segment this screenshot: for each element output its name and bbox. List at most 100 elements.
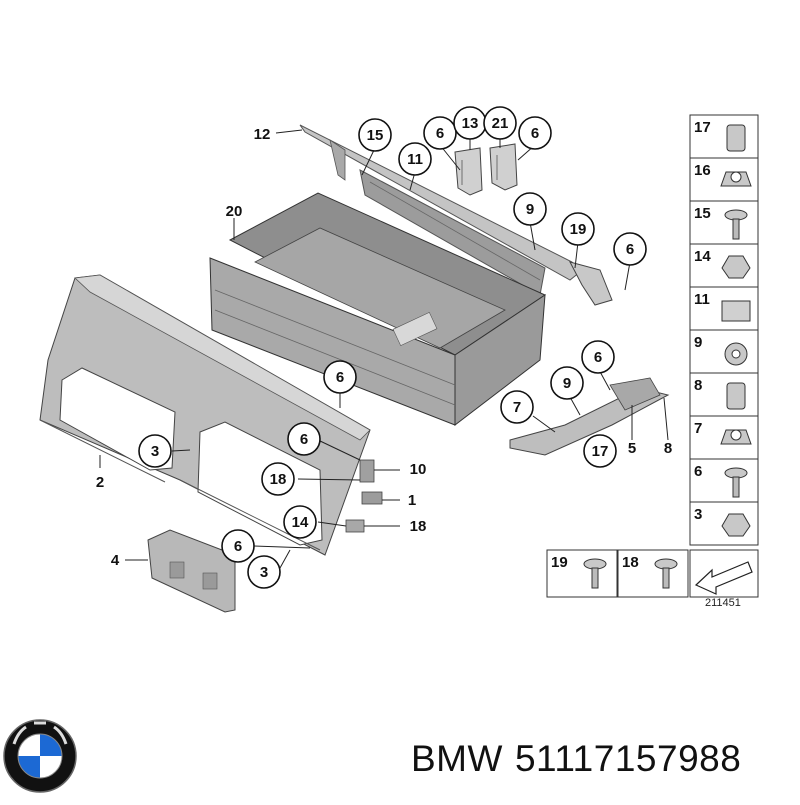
callout-number: 6 (626, 241, 634, 258)
brand-name: BMW (411, 738, 503, 779)
callout-number: 3 (151, 443, 159, 460)
legend-number: 3 (694, 506, 702, 523)
part-label-2: 2 (96, 474, 104, 491)
part-caption: BMW 51117157988 (411, 738, 753, 780)
fastener-icon (726, 124, 746, 152)
callout-number: 6 (300, 431, 308, 448)
legend-item-17: 17 (689, 114, 759, 159)
callout-9: 9 (550, 366, 584, 400)
hardware-bits (345, 459, 383, 533)
callout-number: 6 (594, 349, 602, 366)
fastener-icon (724, 467, 748, 498)
callout-6: 6 (221, 529, 255, 563)
callout-14: 14 (283, 505, 317, 539)
fastener-icon (724, 342, 748, 366)
legend-number: 17 (694, 119, 711, 136)
legend-number: 14 (694, 248, 711, 265)
legend-item-3: 3 (689, 501, 759, 546)
callout-number: 17 (592, 443, 609, 460)
callout-number: 21 (492, 115, 509, 132)
callout-number: 6 (531, 125, 539, 142)
callout-3: 3 (247, 555, 281, 589)
part-label-8: 8 (664, 440, 672, 457)
part-label-12: 12 (254, 126, 271, 143)
callout-number: 6 (336, 369, 344, 386)
storage-box-part (209, 192, 547, 427)
legend-item-9: 9 (689, 329, 759, 374)
arrow-symbol-box (689, 549, 759, 598)
callout-6: 6 (287, 422, 321, 456)
callout-6: 6 (518, 116, 552, 150)
legend-number: 18 (622, 554, 639, 571)
leader-lines (99, 129, 669, 569)
legend-item-11: 11 (689, 286, 759, 331)
legend-number: 15 (694, 205, 711, 222)
callout-18: 18 (261, 462, 295, 496)
callout-21: 21 (483, 106, 517, 140)
legend-item-19: 19 (546, 549, 618, 598)
plain-label-group: 12 20 2 4 10 1 18 5 8 (96, 126, 672, 569)
part-label-1: 1 (408, 492, 416, 509)
legend-number: 7 (694, 420, 702, 437)
callout-6: 6 (581, 340, 615, 374)
legend-item-7: 7 (689, 415, 759, 460)
fastener-icon (726, 382, 746, 410)
callout-11: 11 (398, 142, 432, 176)
legend-item-16: 16 (689, 157, 759, 202)
callout-13: 13 (453, 106, 487, 140)
fastener-icon (654, 558, 678, 589)
legend-number: 16 (694, 162, 711, 179)
callout-6: 6 (613, 232, 647, 266)
fastener-icon (583, 558, 607, 589)
fastener-icon (720, 429, 752, 445)
arrow-symbol-icon (694, 561, 753, 595)
callout-number: 3 (260, 564, 268, 581)
callout-number: 6 (436, 125, 444, 142)
side-bracket (569, 261, 613, 306)
fastener-legend: 17 16 15 14 11 9 8 7 6 3 19 18 (546, 114, 759, 598)
part-label-20: 20 (226, 203, 243, 220)
fastener-icon (721, 255, 751, 279)
callout-number: 9 (526, 201, 534, 218)
callout-19: 19 (561, 212, 595, 246)
callout-number: 18 (270, 471, 287, 488)
part-label-10: 10 (410, 461, 427, 478)
diagram-id: 211451 (705, 597, 741, 609)
callout-number: 14 (292, 514, 309, 531)
callout-6: 6 (423, 116, 457, 150)
part-label-18: 18 (410, 518, 427, 535)
callout-3: 3 (138, 434, 172, 468)
part-number: 51117157988 (514, 738, 742, 779)
upper-brackets (454, 143, 518, 196)
callout-6: 6 (323, 360, 357, 394)
callout-9: 9 (513, 192, 547, 226)
bmw-logo-icon (3, 719, 77, 793)
callout-number: 11 (407, 151, 423, 168)
fastener-icon (721, 513, 751, 537)
legend-number: 19 (551, 554, 568, 571)
legend-item-18: 18 (617, 549, 689, 598)
callout-number: 13 (462, 115, 479, 132)
part-label-4: 4 (111, 552, 120, 569)
legend-number: 8 (694, 377, 702, 394)
fastener-icon (724, 209, 748, 240)
legend-number: 11 (694, 291, 710, 308)
legend-item-8: 8 (689, 372, 759, 417)
legend-item-14: 14 (689, 243, 759, 288)
callout-7: 7 (500, 390, 534, 424)
cover-part (147, 529, 236, 613)
callout-15: 15 (358, 118, 392, 152)
legend-item-6: 6 (689, 458, 759, 503)
legend-number: 6 (694, 463, 702, 480)
callout-number: 7 (513, 399, 521, 416)
callout-number: 15 (367, 127, 384, 144)
callout-17: 17 (583, 434, 617, 468)
fastener-icon (721, 300, 751, 322)
part-label-5: 5 (628, 440, 636, 457)
fastener-icon (720, 171, 752, 187)
plate-part (509, 377, 670, 456)
callout-number: 19 (570, 221, 587, 238)
callout-number: 9 (563, 375, 571, 392)
